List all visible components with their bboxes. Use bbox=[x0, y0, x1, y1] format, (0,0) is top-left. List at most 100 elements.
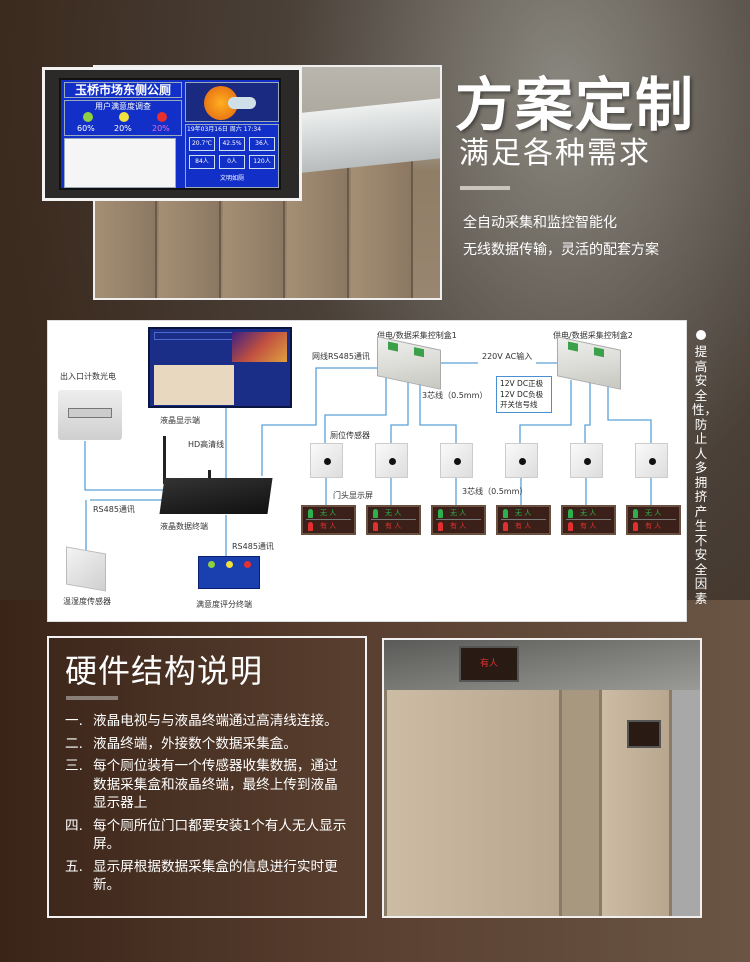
stall-sensor bbox=[375, 443, 408, 478]
lcd-data-terminal bbox=[159, 478, 273, 514]
people-counter-device bbox=[58, 390, 122, 440]
stall-sensor bbox=[310, 443, 343, 478]
list-item: 三. 每个厕位装有一个传感器收集数据，通过数据采集盒和液晶终端，最终上传到液晶显示… bbox=[65, 757, 351, 813]
label-wire: 3芯线（0.5mm） bbox=[422, 391, 488, 400]
item-number: 五. bbox=[65, 858, 83, 875]
lcd-display bbox=[148, 327, 292, 408]
occupied-label: 有 人 bbox=[436, 520, 481, 533]
occupied-sign-far bbox=[627, 720, 661, 748]
item-text: 每个厕所位门口都要安装1个有人无人显示屏。 bbox=[93, 817, 347, 853]
stall-sensor bbox=[505, 443, 538, 478]
hardware-description: 硬件结构说明 一. 液晶电视与与液晶终端通过高清线连接。 二. 液晶终端，外接数个数… bbox=[47, 636, 367, 918]
item-number: 一. bbox=[65, 713, 83, 729]
info-panel: 19年03月16日 周六 17:34 20.7℃ 42.5% 36人 84人 0… bbox=[185, 124, 279, 188]
door-sign: 无 人有 人 bbox=[561, 505, 616, 535]
label-counter: 出入口计数光电 bbox=[60, 372, 116, 381]
door-sign: 无 人有 人 bbox=[366, 505, 421, 535]
stat-count: 36人 bbox=[249, 137, 275, 151]
survey-title: 用户满意度调查 bbox=[95, 102, 151, 111]
occupied-label: 有 人 bbox=[631, 520, 676, 533]
rating-bad: 20% bbox=[152, 124, 170, 133]
item-number: 二. bbox=[65, 735, 83, 752]
label-lcd-display: 液晶显示端 bbox=[160, 416, 200, 425]
label-network-rs485: 网线RS485通讯 bbox=[312, 352, 370, 361]
feature-2: 无线数据传输，灵活的配套方案 bbox=[463, 242, 659, 258]
weather-icon bbox=[185, 82, 279, 122]
wire-positive: 12V DC正极 bbox=[500, 379, 544, 388]
item-text: 液晶电视与与液晶终端通过高清线连接。 bbox=[93, 713, 338, 729]
item-number: 三. bbox=[65, 758, 83, 774]
hero-subtitle: 满足各种需求 bbox=[459, 136, 651, 171]
sad-face-icon bbox=[157, 112, 167, 122]
list-item: 二. 液晶终端，外接数个数据采集盒。 bbox=[65, 735, 351, 754]
occupied-label: 有 人 bbox=[566, 520, 611, 533]
hero-title: 方案定制 bbox=[455, 71, 696, 139]
item-text: 每个厕位装有一个传感器收集数据，通过数据采集盒和液晶终端，最终上传到液晶显示器上 bbox=[93, 758, 338, 811]
temp-humidity-sensor bbox=[66, 546, 106, 592]
item-number: 四. bbox=[65, 817, 83, 834]
vacant-label: 无 人 bbox=[306, 507, 351, 520]
vacant-label: 无 人 bbox=[566, 507, 611, 520]
label-satisfaction: 满意度评分终端 bbox=[196, 600, 252, 609]
label-door-display: 门头显示屏 bbox=[333, 491, 373, 500]
occupied-label: 有 人 bbox=[306, 520, 351, 533]
label-lcd-terminal: 液晶数据终端 bbox=[160, 522, 208, 531]
stall-sensor bbox=[570, 443, 603, 478]
item-text: 液晶终端，外接数个数据采集盒。 bbox=[93, 735, 297, 752]
stat-humidity: 42.5% bbox=[219, 137, 245, 151]
occupied-label: 有 人 bbox=[371, 520, 416, 533]
side-slogan-text: 提高安全性，防止人多拥挤产生不安全因素 bbox=[692, 344, 718, 606]
divider bbox=[460, 186, 510, 190]
monitor-title: 玉桥市场东侧公厕 bbox=[64, 82, 182, 98]
happy-face-icon bbox=[83, 112, 93, 122]
label-hd-cable: HD高清线 bbox=[188, 440, 225, 449]
list-item: 一. 液晶电视与与液晶终端通过高清线连接。 bbox=[65, 712, 351, 731]
side-slogan: 提高安全性，防止人多拥挤产生不安全因素 bbox=[692, 330, 717, 606]
list-item: 四. 每个厕所位门口都要安装1个有人无人显示屏。 bbox=[65, 817, 351, 854]
bullet-icon bbox=[696, 330, 706, 340]
occupied-label: 有 人 bbox=[501, 520, 546, 533]
neutral-face-icon bbox=[119, 112, 129, 122]
wiring-legend: 12V DC正极 12V DC负极 开关信号线 bbox=[496, 376, 552, 413]
stall-sensor bbox=[635, 443, 668, 478]
label-ctrl-box-1: 供电/数据采集控制盒1 bbox=[377, 331, 457, 340]
door-sign: 无 人有 人 bbox=[496, 505, 551, 535]
rating-good: 60% bbox=[77, 124, 95, 133]
list-item: 五. 显示屏根据数据采集盒的信息进行实时更新。 bbox=[65, 858, 351, 895]
label-ac-input: 220V AC输入 bbox=[482, 352, 533, 361]
lcd-monitor-photo: 玉桥市场东侧公厕 用户满意度调查 60% 20% 20% 19年03月16日 周… bbox=[42, 67, 302, 201]
stat-count: 84人 bbox=[189, 155, 215, 169]
vacant-label: 无 人 bbox=[371, 507, 416, 520]
survey-panel: 用户满意度调查 60% 20% 20% bbox=[64, 100, 182, 136]
monitor-footer: 文明如厕 bbox=[219, 175, 244, 182]
occupied-sign: 有人 bbox=[459, 646, 519, 682]
label-stall-sensor: 厕位传感器 bbox=[330, 431, 370, 440]
hardware-title: 硬件结构说明 bbox=[65, 652, 264, 690]
label-temp-sensor: 温湿度传感器 bbox=[63, 597, 111, 606]
vacant-label: 无 人 bbox=[501, 507, 546, 520]
vacant-label: 无 人 bbox=[631, 507, 676, 520]
floor-plan bbox=[64, 138, 176, 188]
door-sign: 无 人有 人 bbox=[626, 505, 681, 535]
vacant-label: 无 人 bbox=[436, 507, 481, 520]
rating-ok: 20% bbox=[114, 124, 132, 133]
restroom-photo-bottom: 有人 bbox=[382, 638, 702, 918]
label-rs485: RS485通讯 bbox=[93, 505, 135, 514]
datetime: 19年03月16日 周六 17:34 bbox=[187, 126, 262, 133]
item-text: 显示屏根据数据采集盒的信息进行实时更新。 bbox=[93, 858, 338, 894]
stat-count: 120人 bbox=[249, 155, 275, 169]
satisfaction-terminal bbox=[198, 556, 260, 589]
feature-1: 全自动采集和监控智能化 bbox=[463, 215, 617, 231]
wire-negative: 12V DC负极 bbox=[500, 389, 544, 399]
door-sign: 无 人有 人 bbox=[431, 505, 486, 535]
antenna-icon bbox=[163, 436, 166, 484]
stall-sensor bbox=[440, 443, 473, 478]
wire-signal: 开关信号线 bbox=[500, 400, 538, 409]
label-wire: 3芯线（0.5mm） bbox=[462, 487, 528, 496]
stat-temp: 20.7℃ bbox=[189, 137, 215, 151]
label-rs485: RS485通讯 bbox=[232, 542, 274, 551]
title-underline bbox=[66, 696, 118, 700]
stat-count: 0人 bbox=[219, 155, 245, 169]
